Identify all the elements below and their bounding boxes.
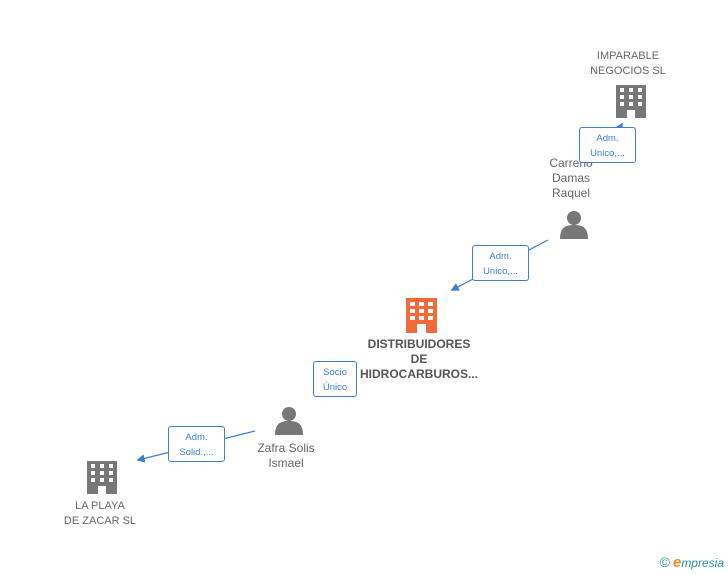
- brand-e: e: [672, 554, 682, 571]
- node-label-line: HIDROCARBUROS...: [359, 367, 478, 381]
- edge-label-line: Adm.: [185, 432, 208, 443]
- node-label-line: LA PLAYA: [75, 500, 125, 512]
- node-label-line: IMPARABLE: [596, 50, 660, 62]
- edge-label-line: Adm.: [596, 133, 619, 144]
- node-label-line: DE: [410, 352, 428, 366]
- node-label-line: Ismael: [268, 456, 304, 470]
- node-label-line: NEGOCIOS SL: [590, 65, 666, 77]
- person-icon[interactable]: [560, 211, 588, 239]
- edge-label-line: Solid.,...: [179, 447, 214, 458]
- building-icon[interactable]: [406, 298, 437, 333]
- node-label-imparable[interactable]: IMPARABLE NEGOCIOS SL: [568, 49, 688, 79]
- edge-label-line: Único: [322, 382, 348, 393]
- person-icon[interactable]: [275, 407, 303, 435]
- node-label-line: DISTRIBUIDORES: [367, 337, 471, 351]
- edge-label-zafra-distribuidores[interactable]: Socio Único: [313, 361, 357, 397]
- edge-label-carreno-imparable[interactable]: Adm. Unico,...: [579, 127, 636, 163]
- edge-label-zafra-laplaya[interactable]: Adm. Solid.,...: [168, 426, 225, 462]
- copyright-icon: ©: [659, 554, 670, 570]
- node-label-laplaya[interactable]: LA PLAYA DE ZACAR SL: [45, 499, 155, 529]
- node-label-line: Zafra Solis: [257, 441, 315, 455]
- node-label-distribuidores[interactable]: DISTRIBUIDORES DE HIDROCARBUROS...: [349, 337, 489, 382]
- edge-label-carreno-distribuidores[interactable]: Adm. Unico,...: [472, 245, 529, 281]
- brand-logo: ©empresia: [660, 554, 724, 571]
- node-label-zafra[interactable]: Zafra Solis Ismael: [241, 441, 331, 471]
- node-label-line: Damas: [551, 171, 590, 185]
- edge-label-line: Socio: [323, 367, 347, 378]
- node-label-line: Raquel: [551, 186, 591, 200]
- brand-name: mpresia: [681, 556, 724, 570]
- building-icon[interactable]: [616, 85, 646, 118]
- edge-label-line: Adm.: [489, 251, 512, 262]
- edge-label-line: Unico,...: [590, 148, 625, 159]
- building-icon[interactable]: [87, 461, 117, 494]
- edge-label-line: Unico,...: [483, 266, 518, 277]
- node-label-line: DE ZACAR SL: [63, 515, 137, 527]
